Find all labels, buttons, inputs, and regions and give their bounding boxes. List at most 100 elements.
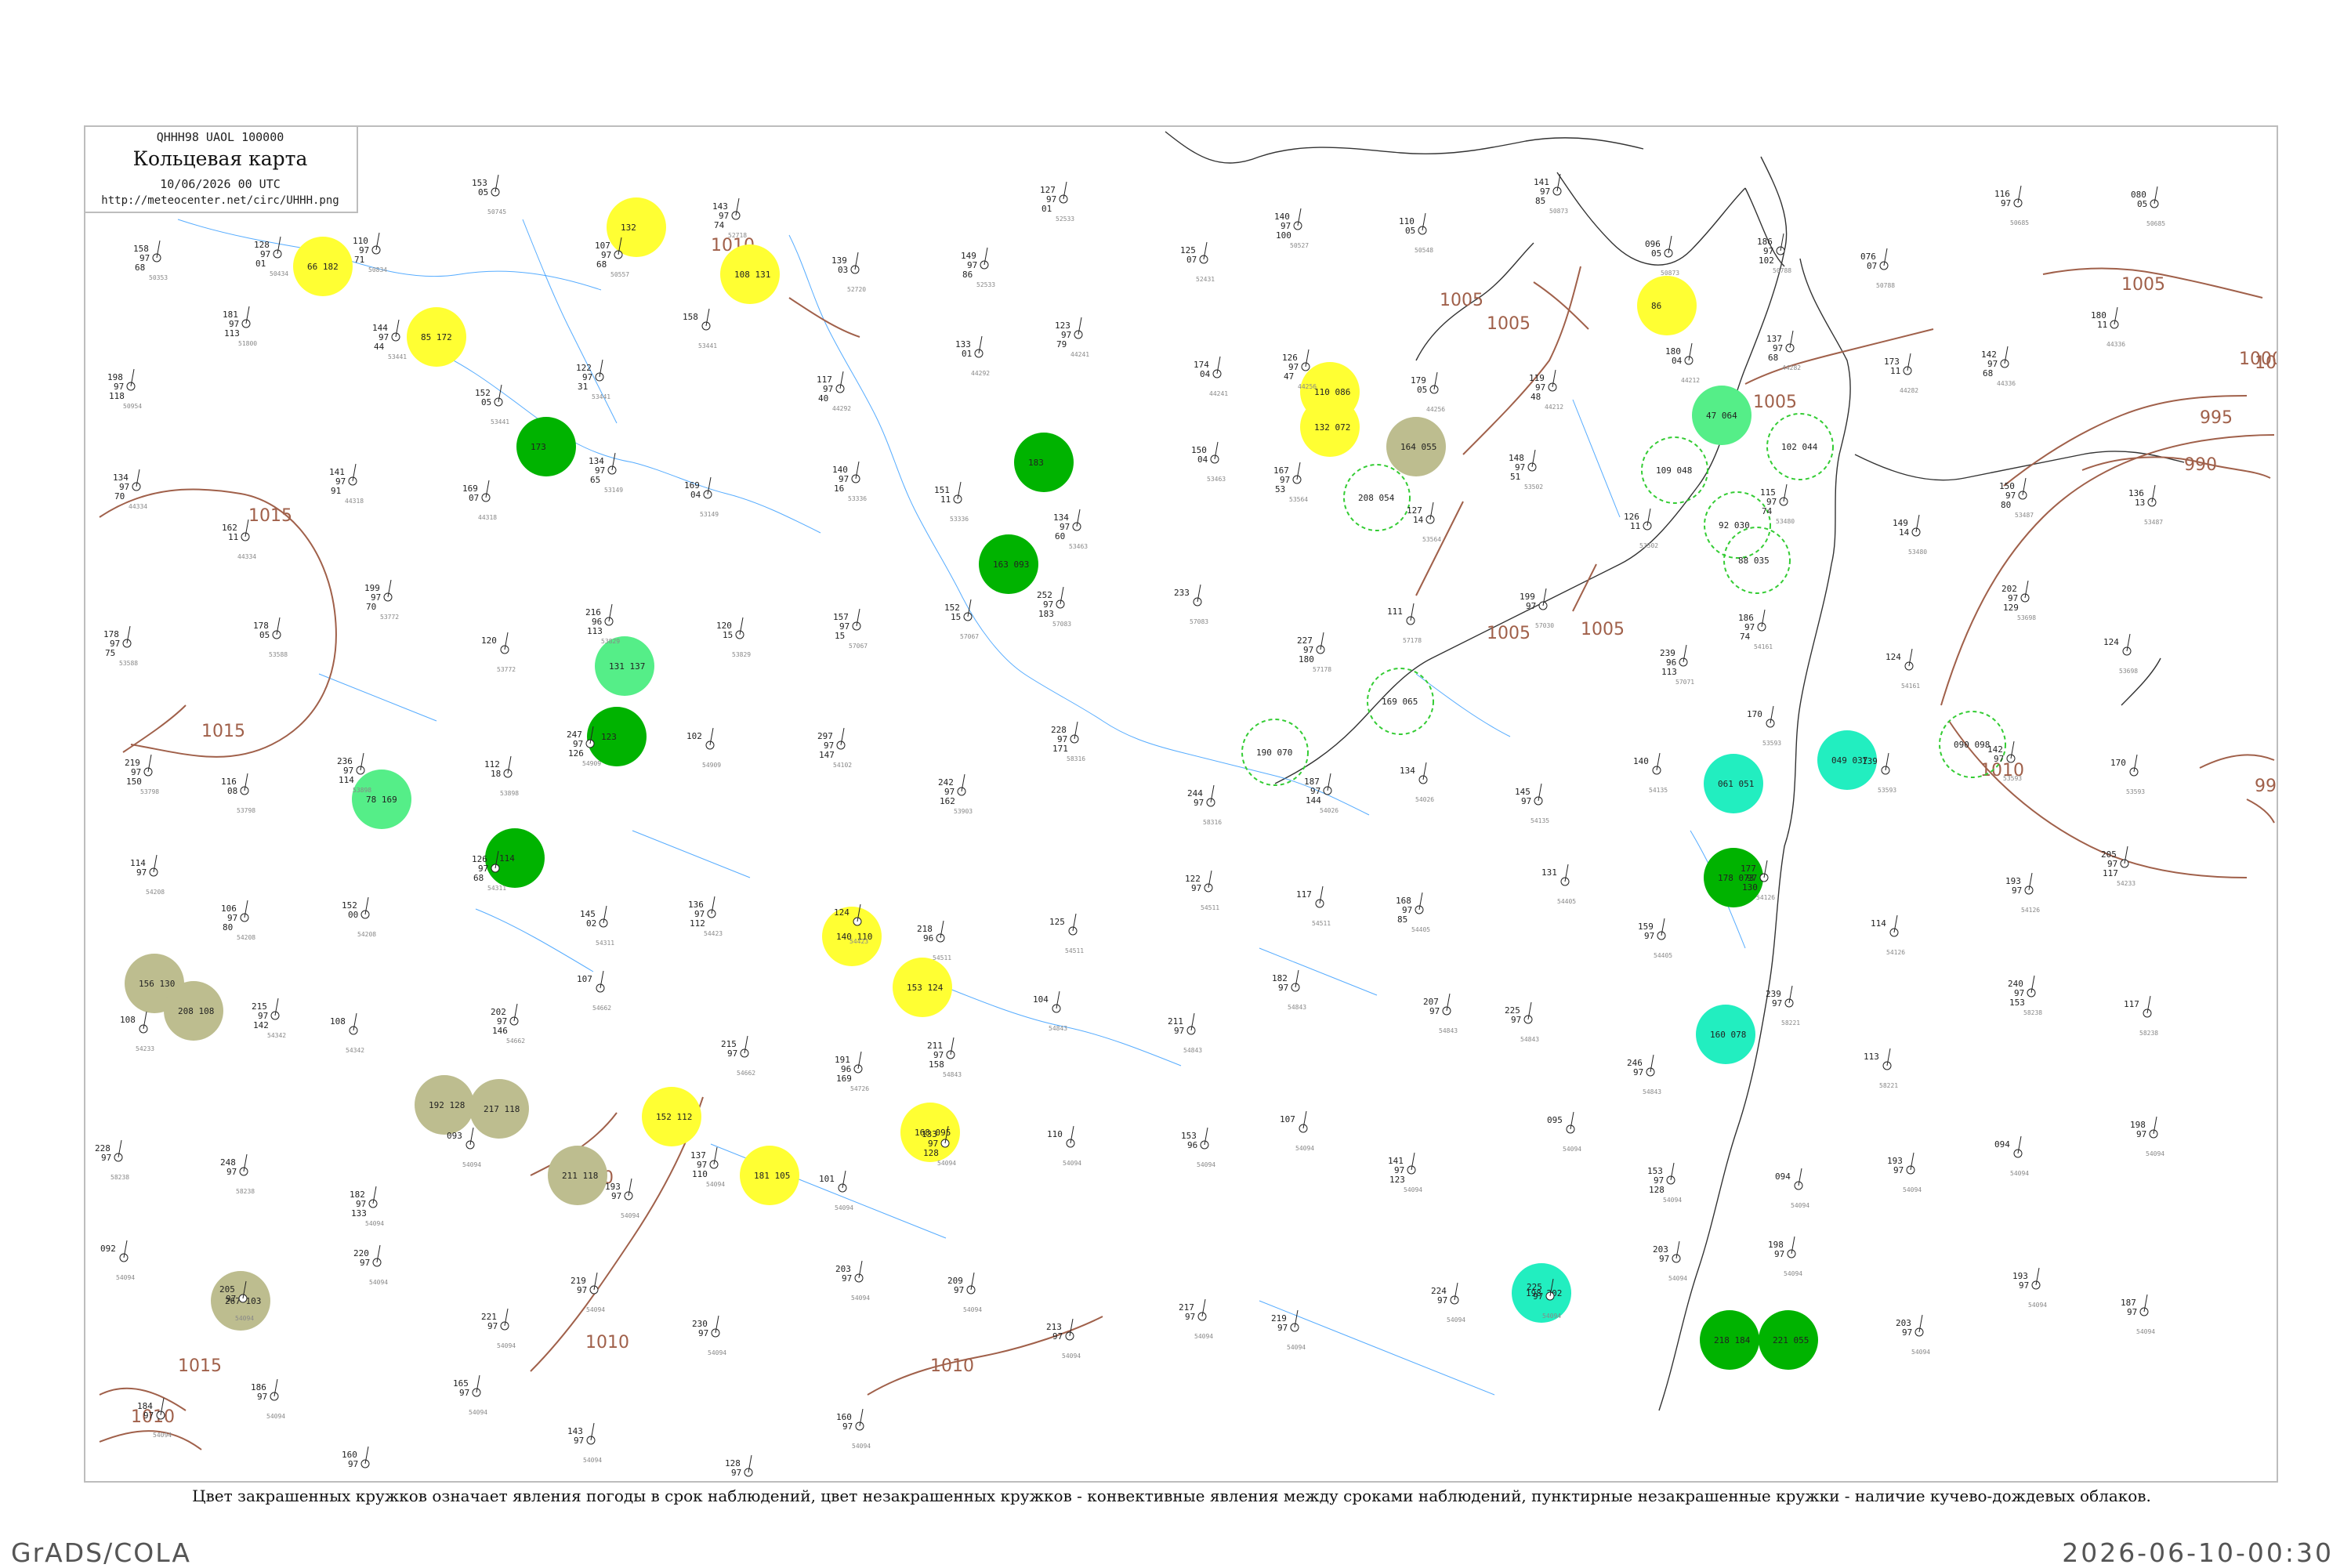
station-temp: 68 (135, 263, 145, 273)
wind-barb (1531, 449, 1536, 468)
station-pressure: 203 (835, 1264, 851, 1274)
station-humidity: 02 (586, 918, 596, 929)
station-humidity: 97 (1288, 362, 1299, 372)
station-index: 54843 (943, 1071, 962, 1078)
station-index: 54094 (1447, 1316, 1465, 1324)
station-humidity: 97 (1185, 1312, 1195, 1322)
station-index: 54094 (1062, 1353, 1081, 1360)
dashed-circle-label: 208 054 (1358, 493, 1395, 503)
station-pressure: 180 (1665, 346, 1681, 357)
wind-barb (1670, 1162, 1675, 1181)
wind-barb (243, 1153, 248, 1172)
station-humidity: 97 (1043, 599, 1053, 610)
wind-barb (1908, 648, 1913, 667)
station-humidity: 00 (348, 910, 358, 920)
station-humidity: 97 (1277, 1323, 1288, 1333)
station-index: 54026 (1320, 807, 1339, 814)
station-index: 53441 (698, 342, 717, 349)
isobar-line (99, 1430, 202, 1450)
station-index: 53463 (1207, 476, 1226, 483)
station-pressure: 136 (2128, 488, 2144, 498)
station-temp: 74 (714, 220, 725, 230)
river-segment (788, 234, 876, 416)
station-pressure: 141 (1388, 1156, 1404, 1166)
station-index: 54843 (1288, 1004, 1306, 1011)
station-index: 54094 (1903, 1186, 1922, 1193)
station-temp: 162 (940, 796, 955, 806)
river-segment (1274, 775, 1370, 816)
isobar-line (1744, 328, 1934, 385)
station-humidity: 04 (1197, 454, 1208, 465)
wind-barb (118, 1139, 122, 1158)
station-index: 53480 (1776, 518, 1795, 525)
station-humidity: 97 (574, 1436, 584, 1446)
station-temp: 80 (2001, 500, 2011, 510)
station-humidity: 97 (101, 1153, 111, 1163)
wind-barb (143, 1011, 147, 1030)
station-pressure: 076 (1860, 252, 1876, 262)
wind-barb (1780, 233, 1784, 252)
station-humidity: 97 (719, 211, 729, 221)
station-pressure: 136 (688, 900, 704, 910)
weather-circle-green (979, 534, 1038, 594)
station-temp: 129 (2003, 603, 2019, 613)
station-pressure: 203 (1653, 1244, 1668, 1255)
wind-barb (1446, 993, 1451, 1012)
station-temp: 100 (1276, 230, 1291, 241)
station-pressure: 193 (605, 1182, 621, 1192)
isobar-label: 1005 (1753, 393, 1797, 412)
station-index: 53593 (1878, 787, 1896, 794)
station-humidity: 97 (359, 245, 369, 255)
weather-circle-label: 218 184 (1714, 1335, 1751, 1345)
station-pressure: 227 (1297, 636, 1313, 646)
station-humidity: 97 (1511, 1015, 1521, 1025)
station-index: 58221 (1781, 1019, 1800, 1027)
station-pressure: 205 (219, 1284, 235, 1295)
station-index: 54094 (1663, 1197, 1682, 1204)
station-pressure: 106 (221, 904, 237, 914)
station-index: 57178 (1403, 637, 1422, 644)
station-pressure: 134 (1400, 766, 1415, 776)
station-pressure: 198 (1768, 1240, 1784, 1250)
weather-circle-yellow (822, 907, 882, 966)
weather-circle-cyan (1512, 1263, 1571, 1323)
station-temp: 68 (596, 259, 607, 270)
station-temp: 130 (1742, 882, 1758, 893)
station-index: 50788 (1773, 267, 1791, 274)
weather-circle-green (1014, 433, 1074, 492)
station-pressure: 101 (819, 1174, 835, 1184)
cb-cloud-dashed-circle (1367, 668, 1434, 735)
river-segment (632, 830, 751, 878)
station-temp: 128 (1649, 1185, 1665, 1195)
station-index: 54094 (1668, 1275, 1687, 1282)
wind-barb (859, 1408, 864, 1427)
weather-circle-label: 164 055 (1400, 442, 1436, 452)
station-pressure: 233 (1174, 588, 1190, 598)
weather-circle-lightgreen (595, 636, 654, 696)
weather-circle-label: 181 105 (754, 1171, 790, 1181)
weather-circle-label: 123 (601, 732, 617, 742)
station-humidity: 97 (1644, 931, 1654, 941)
wind-barb (603, 905, 607, 924)
station-pressure: 239 (1660, 648, 1675, 658)
station-pressure: 216 (585, 607, 601, 617)
station-humidity: 97 (1535, 382, 1545, 393)
station-pressure: 108 (120, 1015, 136, 1025)
wind-barb (1915, 514, 1920, 533)
isobar-line (1572, 563, 1597, 612)
station-humidity: 04 (690, 490, 701, 500)
station-index: 54094 (851, 1295, 870, 1302)
station-index: 53149 (604, 487, 623, 494)
wind-barb (618, 237, 622, 255)
